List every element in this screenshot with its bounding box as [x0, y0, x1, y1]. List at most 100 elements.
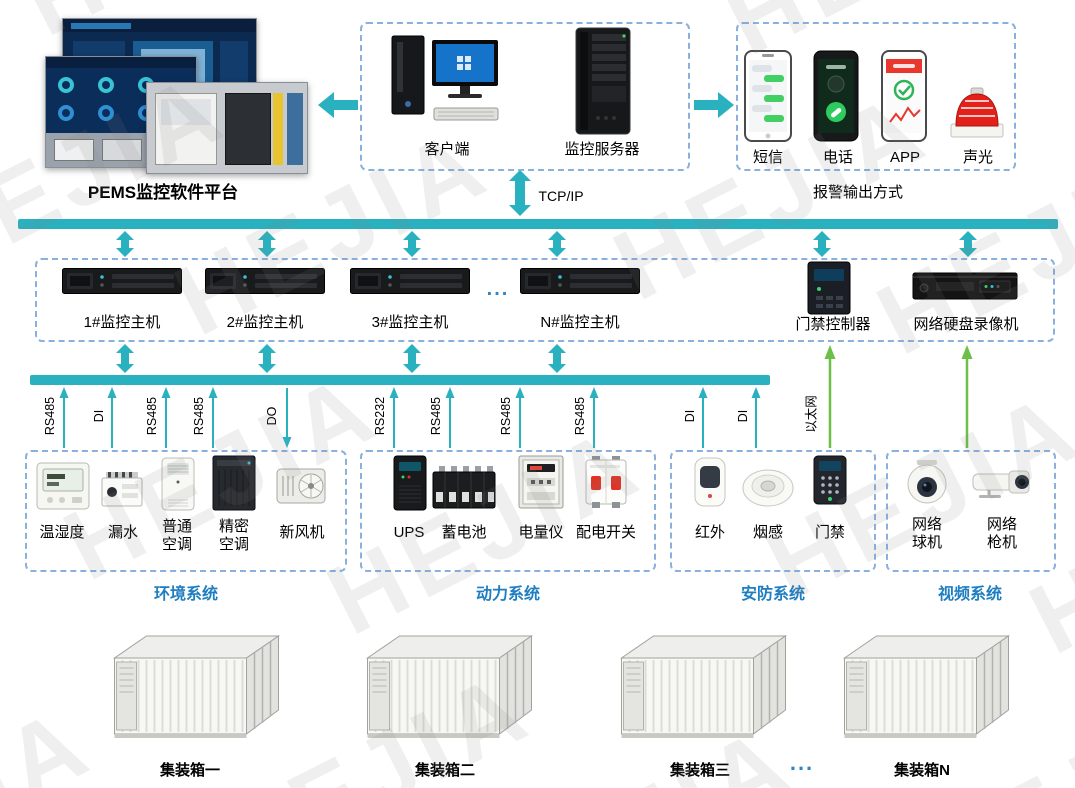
sms-phone-icon [744, 50, 792, 142]
signal-label-rs485-6: RS485 [573, 396, 587, 436]
container-2-label: 集装箱二 [414, 762, 476, 779]
alarm-group-box [736, 22, 1016, 171]
ups-icon [393, 455, 427, 511]
tcpip-label: TCP/IP [538, 188, 584, 204]
arrow-host1-bus2 [116, 344, 134, 373]
smoke-detector-icon [742, 469, 794, 507]
device-label-infrared: 红外 [694, 524, 726, 541]
env-system-box [25, 450, 347, 572]
arrow-to-alarm [694, 92, 734, 118]
device-label-temp-humidity: 温湿度 [39, 524, 85, 541]
device-label-access: 门禁 [814, 524, 846, 541]
phone-call-icon [813, 50, 859, 142]
device-label-fresh-air-fan: 新风机 [279, 524, 325, 541]
arrow-bus1-host-2 [258, 231, 276, 257]
video-system-box [886, 450, 1056, 572]
signal-arrow-di-3 [751, 387, 761, 448]
signal-label-rs485-4: RS485 [429, 396, 443, 436]
ethernet-label: 以太网 [804, 395, 819, 433]
power-meter-icon [518, 455, 564, 509]
door-controller-icon [807, 261, 851, 315]
dome-camera-icon [907, 460, 947, 504]
platform-screenshot-3 [146, 82, 308, 174]
device-label-battery: 蓄电池 [441, 524, 487, 541]
hosts-group-box [35, 258, 1055, 342]
app-phone-icon [881, 50, 927, 142]
arrow-bus1-nvr [959, 231, 977, 257]
access-reader-icon [813, 455, 847, 505]
signal-label-rs232: RS232 [373, 396, 387, 436]
monitor-host-2-icon [205, 268, 325, 294]
host-2-label: 2#监控主机 [226, 314, 304, 331]
signal-label-rs485-5: RS485 [499, 396, 513, 436]
host-1-label: 1#监控主机 [83, 314, 161, 331]
alarm-siren-label: 声光 [962, 149, 994, 166]
monitor-host-1-icon [62, 268, 182, 294]
server-icon [575, 27, 631, 135]
arrow-hostn-bus2 [548, 344, 566, 373]
signal-arrow-do [282, 388, 292, 448]
device-label-dome-camera: 网络 球机 [911, 516, 943, 551]
container-1-image [105, 628, 283, 750]
arrow-host3-bus2 [403, 344, 421, 373]
fresh-air-fan-icon [276, 468, 326, 504]
device-label-precision-ac: 精密 空调 [218, 518, 250, 553]
bullet-camera-icon [972, 470, 1030, 498]
arrow-bus1-host-n [548, 231, 566, 257]
siren-icon [950, 87, 1004, 138]
temp-humidity-icon [36, 462, 90, 510]
arrow-to-platform [318, 92, 358, 118]
env-system-title: 环境系统 [153, 586, 219, 603]
client-pc-icon [391, 35, 499, 121]
signal-arrow-di-1 [107, 387, 117, 448]
nvr-label: 网络硬盘录像机 [913, 316, 1019, 333]
ethernet-arrow-video [961, 345, 973, 448]
device-label-smoke: 烟感 [752, 524, 784, 541]
signal-label-rs485-1: RS485 [43, 396, 57, 436]
alarm-call-label: 电话 [822, 149, 854, 166]
bus-bar-top [18, 219, 1058, 229]
signal-label-do: DO [265, 406, 279, 426]
device-label-distribution-switch: 配电开关 [575, 524, 637, 541]
video-system-title: 视频系统 [937, 586, 1003, 603]
server-label: 监控服务器 [564, 141, 640, 158]
signal-arrow-rs485-4 [445, 387, 455, 448]
battery-icon [432, 466, 496, 509]
signal-arrow-rs485-6 [589, 387, 599, 448]
security-system-box [670, 450, 876, 572]
infrared-sensor-icon [694, 457, 726, 507]
device-label-power-meter: 电量仪 [518, 524, 564, 541]
client-label: 客户端 [424, 141, 470, 158]
signal-arrow-rs485-5 [515, 387, 525, 448]
device-label-water-leak: 漏水 [107, 524, 139, 541]
water-leak-icon [101, 472, 143, 507]
device-label-standard-ac: 普通 空调 [161, 518, 193, 553]
power-system-title: 动力系统 [475, 586, 541, 603]
alarm-app-label: APP [889, 149, 921, 166]
signal-arrow-di-2 [698, 387, 708, 448]
signal-arrow-rs485-2 [161, 387, 171, 448]
tcpip-arrow [509, 170, 531, 216]
bus-bar-bottom [30, 375, 770, 385]
precision-ac-icon [212, 455, 256, 511]
arrow-bus1-door-controller [813, 231, 831, 257]
platform-label: PEMS监控软件平台 [87, 183, 239, 202]
arrow-host2-bus2 [258, 344, 276, 373]
containers-ellipsis: ... [789, 750, 815, 775]
signal-label-di-2: DI [683, 409, 697, 423]
hosts-ellipsis: ... [486, 278, 510, 300]
container-3-label: 集装箱三 [669, 762, 731, 779]
standard-ac-icon [161, 457, 195, 511]
container-n-image [835, 628, 1013, 750]
nvr-icon [912, 272, 1018, 300]
container-2-image [358, 628, 536, 750]
alarm-title: 报警输出方式 [812, 184, 904, 201]
device-label-ups: UPS [393, 524, 425, 541]
host-n-label: N#监控主机 [540, 314, 620, 331]
signal-label-rs485-2: RS485 [145, 396, 159, 436]
container-3-image [612, 628, 790, 750]
arrow-bus1-host-3 [403, 231, 421, 257]
server-group-box [360, 22, 690, 171]
signal-arrow-rs485-3 [208, 387, 218, 448]
